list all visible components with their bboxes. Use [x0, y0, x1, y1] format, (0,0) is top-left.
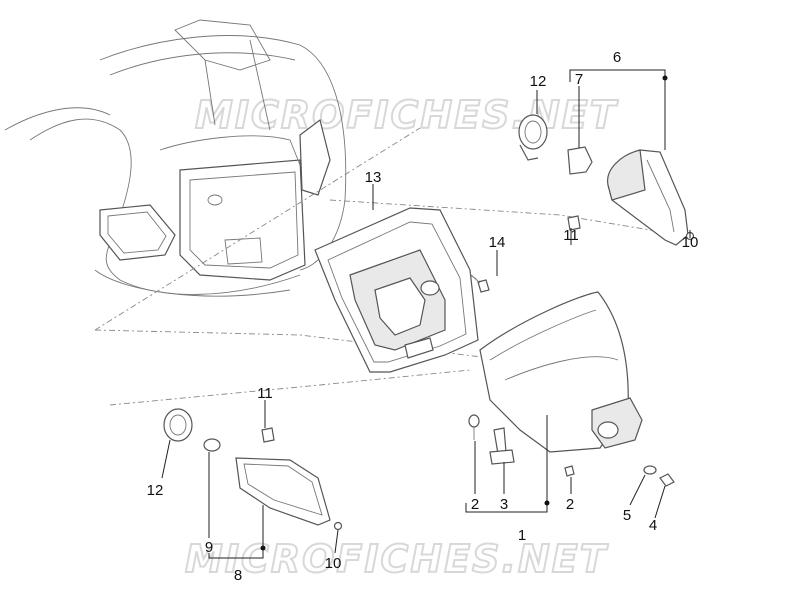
callout-11: 11 — [563, 227, 579, 244]
callout-8: 8 — [234, 567, 242, 584]
part-12-grommet-top — [518, 114, 548, 161]
parts-4-5-fasteners — [643, 465, 675, 487]
parts-2-3-bulbs-socket — [468, 414, 575, 477]
callout-13: 13 — [365, 169, 382, 186]
callout-9: 9 — [205, 539, 213, 556]
callout-12-left: 12 — [147, 482, 164, 499]
callout-1: 1 — [518, 527, 526, 544]
callout-14: 14 — [489, 234, 506, 251]
part-14-screw — [469, 273, 490, 293]
callout-10: 10 — [682, 234, 699, 251]
watermark-top: MICROFICHES.NET — [195, 93, 619, 137]
part-13-light-housing — [314, 207, 479, 373]
callout-5: 5 — [623, 507, 631, 524]
callout-4: 4 — [649, 517, 657, 534]
part-11-clip-top — [567, 215, 581, 231]
watermark-bottom: MICROFICHES.NET — [185, 537, 609, 581]
callout-labels: 6 12 7 13 14 11 10 11 12 2 3 2 5 4 1 9 8… — [147, 49, 699, 584]
callout-2-right: 2 — [566, 496, 574, 513]
part-1-lens-cover — [479, 291, 643, 453]
callout-6: 6 — [613, 49, 621, 66]
part-8-left-indicator — [163, 408, 343, 531]
part-7-bulb — [567, 146, 593, 175]
callout-12: 12 — [530, 73, 547, 90]
leader-lines — [161, 69, 691, 559]
scooter-front-body — [4, 19, 347, 297]
callout-7: 7 — [575, 71, 583, 88]
callout-2: 2 — [471, 496, 479, 513]
callout-3: 3 — [500, 496, 508, 513]
part-6-right-indicator — [607, 149, 695, 246]
callout-11-left: 11 — [257, 385, 273, 402]
callout-10-left: 10 — [325, 555, 342, 572]
